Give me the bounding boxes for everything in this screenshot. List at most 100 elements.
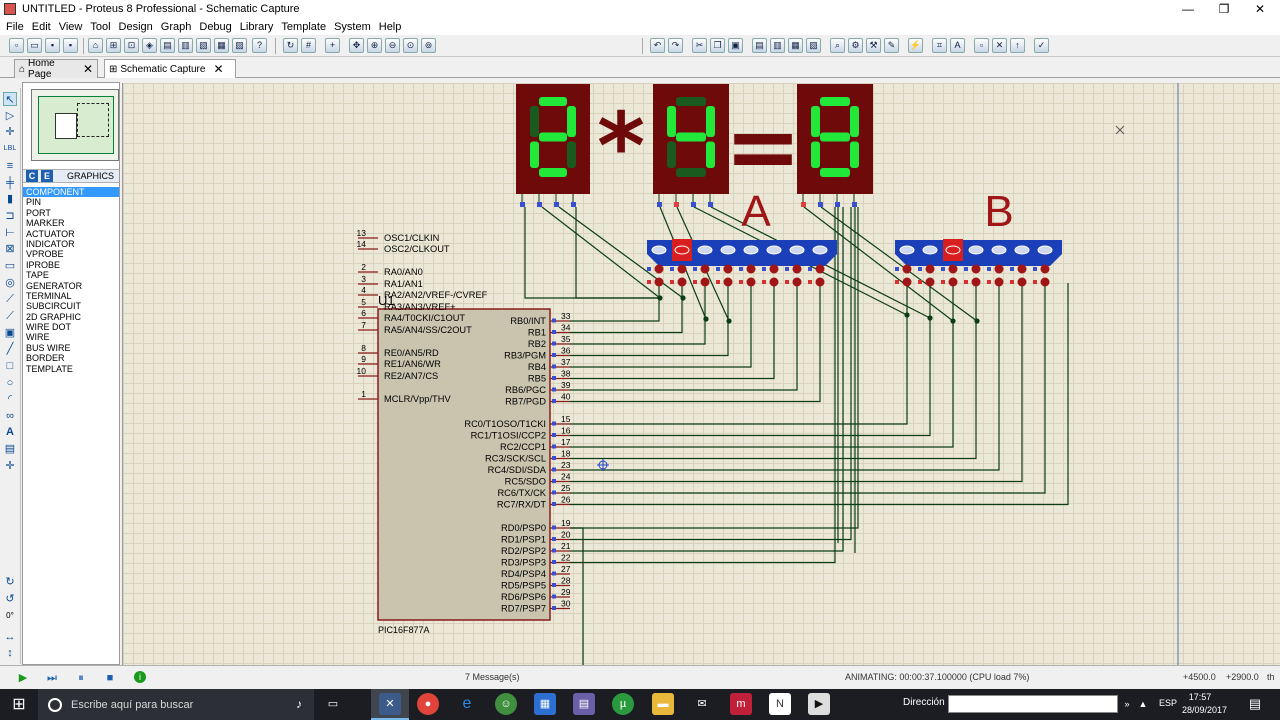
save-icon[interactable]: ▪	[45, 38, 60, 53]
close-button[interactable]: ✕	[1254, 2, 1266, 16]
copy-icon[interactable]: ❐	[710, 38, 725, 53]
file-explorer-icon[interactable]: ▬	[652, 693, 674, 715]
list-item[interactable]: TEMPLATE	[26, 363, 73, 374]
list-item[interactable]: SUBCIRCUIT	[26, 301, 82, 312]
search-box[interactable]: Escribe aquí para buscar ♪	[38, 689, 314, 720]
media-app-icon[interactable]: ▤	[573, 693, 595, 715]
tab-home-page[interactable]: ⌂ Home Page ✕	[14, 58, 98, 80]
messages-count[interactable]: 7 Message(s)	[465, 672, 520, 682]
address-input[interactable]	[948, 695, 1118, 713]
switch-toggle[interactable]	[1037, 245, 1053, 255]
open-folder-icon[interactable]: ▭	[27, 38, 42, 53]
network-icon[interactable]: ▲	[1138, 699, 1148, 709]
list-item[interactable]: WIRE	[26, 332, 50, 343]
circle-icon[interactable]: ○	[6, 377, 14, 389]
list-item[interactable]: BUS WIRE	[26, 342, 71, 353]
zoom-in-icon[interactable]: ⊕	[367, 38, 382, 53]
switch-toggle[interactable]	[922, 245, 938, 255]
list-item[interactable]: TERMINAL	[26, 290, 72, 301]
chat-app-icon[interactable]: ☺	[495, 693, 517, 715]
pcb-icon[interactable]: ⊡	[124, 38, 139, 53]
tape-recorder-icon[interactable]: ▭	[4, 260, 16, 272]
new-file-icon[interactable]: ▫	[9, 38, 24, 53]
zoom-out-icon[interactable]: ⊖	[385, 38, 400, 53]
list-item[interactable]: 2D GRAPHIC	[26, 311, 82, 322]
text-script-icon[interactable]: ≡	[6, 160, 14, 172]
redo-icon[interactable]: ↷	[668, 38, 683, 53]
switch-toggle[interactable]	[743, 245, 759, 255]
generator-icon[interactable]: ◎	[5, 277, 15, 289]
list-item[interactable]: BORDER	[26, 353, 65, 364]
video-editor-icon[interactable]: ▶	[808, 693, 830, 715]
list-item[interactable]: GENERATOR	[26, 280, 83, 291]
schematic-icon[interactable]: ⊞	[106, 38, 121, 53]
bom-icon[interactable]: ▥	[178, 38, 193, 53]
mirror-y-icon[interactable]: ↕	[7, 647, 13, 659]
gerber-icon[interactable]: ▤	[160, 38, 175, 53]
minimize-button[interactable]: —	[1182, 2, 1194, 16]
switch-toggle[interactable]	[945, 245, 961, 255]
tab-schematic-capture[interactable]: ⊞ Schematic Capture ✕	[104, 59, 236, 78]
list-item[interactable]: INDICATOR	[26, 238, 75, 249]
zoom-area-icon[interactable]: ⊚	[421, 38, 436, 53]
source-code-icon[interactable]: ▧	[196, 38, 211, 53]
zoom-all-icon[interactable]: ⊙	[403, 38, 418, 53]
new-sheet-icon[interactable]: ▫	[974, 38, 989, 53]
windows-start-icon[interactable]: ⊞	[12, 696, 26, 713]
language-indicator[interactable]: ESP	[1159, 698, 1178, 708]
switch-toggle[interactable]	[651, 245, 667, 255]
graph-icon[interactable]: ⊠	[5, 243, 15, 255]
list-item[interactable]: COMPONENT	[23, 187, 119, 198]
switch-toggle[interactable]	[674, 245, 690, 255]
marker-icon[interactable]: ✛	[5, 460, 15, 472]
pick-devices-button[interactable]: C	[26, 170, 38, 182]
chevron-right-icon[interactable]: »	[1124, 699, 1130, 709]
grid-toggle-icon[interactable]: #	[301, 38, 316, 53]
wire-label-icon[interactable]: LBL	[3, 145, 17, 152]
line-icon[interactable]: ╱	[6, 343, 14, 355]
make-device-icon[interactable]: ⚙	[848, 38, 863, 53]
menu-graph[interactable]: Graph	[160, 20, 192, 33]
design-explorer-icon[interactable]: ▦	[214, 38, 229, 53]
origin-icon[interactable]: +	[325, 38, 340, 53]
step-icon[interactable]: ⏭	[47, 672, 57, 684]
notifications-icon[interactable]: ▤	[1248, 696, 1262, 711]
block-move-icon[interactable]: ▥	[770, 38, 785, 53]
list-item[interactable]: TAPE	[26, 270, 49, 281]
terminals-icon[interactable]: ⊐	[5, 210, 15, 222]
selection-mode-icon[interactable]: ↖	[3, 92, 17, 106]
store-icon[interactable]: ▦	[534, 693, 556, 715]
3d-view-icon[interactable]: ◈	[142, 38, 157, 53]
menu-tool[interactable]: Tool	[90, 20, 111, 33]
info-icon[interactable]: i	[134, 671, 146, 683]
list-item[interactable]: MARKER	[26, 218, 65, 229]
utorrent-icon[interactable]: µ	[612, 693, 634, 715]
switch-toggle[interactable]	[789, 245, 805, 255]
chrome-icon[interactable]: ●	[417, 693, 439, 715]
switch-toggle[interactable]	[1014, 245, 1030, 255]
list-item[interactable]: PORT	[26, 207, 51, 218]
pan-icon[interactable]: ✥	[349, 38, 364, 53]
list-item[interactable]: ACTUATOR	[26, 228, 75, 239]
switch-toggle[interactable]	[720, 245, 736, 255]
list-item[interactable]: VPROBE	[26, 249, 64, 260]
tab-close-icon[interactable]: ✕	[82, 62, 93, 76]
block-copy-icon[interactable]: ▤	[752, 38, 767, 53]
paste-icon[interactable]: ▣	[728, 38, 743, 53]
wire-autorouter-icon[interactable]: ⚡	[908, 38, 923, 53]
buses-icon[interactable]: ╪	[6, 177, 14, 189]
text-icon[interactable]: A	[6, 426, 14, 438]
virtual-instruments-icon[interactable]: ▣	[4, 327, 16, 339]
menu-debug[interactable]: Debug	[199, 20, 232, 33]
component-mode-icon[interactable]: ▷	[5, 110, 15, 122]
menu-file[interactable]: File	[6, 20, 24, 33]
mirror-x-icon[interactable]: ↔	[4, 631, 16, 643]
current-probe-icon[interactable]: ⟋	[6, 310, 14, 322]
path-icon[interactable]: ∞	[6, 410, 14, 422]
chip-body[interactable]	[377, 308, 551, 621]
switch-toggle[interactable]	[968, 245, 984, 255]
block-rotate-icon[interactable]: ▦	[788, 38, 803, 53]
symbol-icon[interactable]: ▤	[4, 443, 16, 455]
voltage-probe-icon[interactable]: ⟋	[6, 293, 14, 305]
